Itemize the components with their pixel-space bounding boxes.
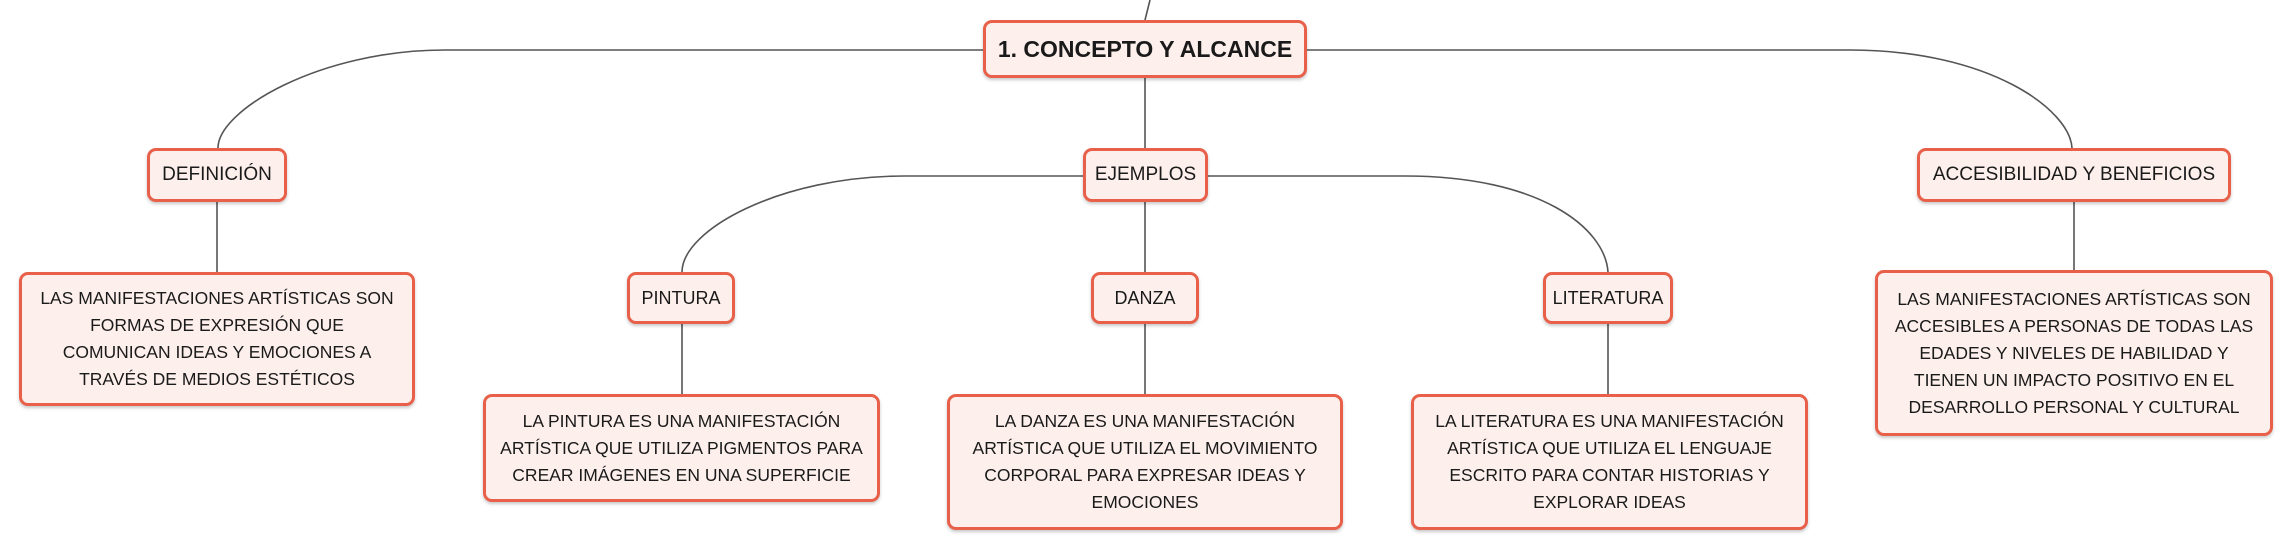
subtopic-danza[interactable]: DANZA: [1091, 272, 1199, 324]
connector-root-definicion: [217, 49, 985, 149]
connector-ejemplos-pintura: [681, 175, 1085, 273]
root-topic[interactable]: 1. CONCEPTO Y ALCANCE: [983, 20, 1307, 78]
subtopic-pintura[interactable]: PINTURA: [627, 272, 735, 324]
topic-ejemplos[interactable]: EJEMPLOS: [1083, 148, 1208, 202]
topic-accesibilidad[interactable]: ACCESIBILIDAD Y BENEFICIOS: [1917, 148, 2231, 202]
danza-text[interactable]: LA DANZA ES UNA MANIFESTACIÓN ARTÍSTICA …: [947, 394, 1343, 530]
connector-root-accesibilidad: [1305, 49, 2073, 149]
connector-ejemplos-literatura: [1205, 175, 1609, 273]
connector-parent-stub: [1144, 0, 1151, 21]
definicion-text[interactable]: LAS MANIFESTACIONES ARTÍSTICAS SON FORMA…: [19, 272, 415, 406]
pintura-text[interactable]: LA PINTURA ES UNA MANIFESTACIÓN ARTÍSTIC…: [483, 394, 880, 502]
topic-definicion[interactable]: DEFINICIÓN: [147, 148, 287, 202]
subtopic-literatura[interactable]: LITERATURA: [1543, 272, 1673, 324]
accesibilidad-text[interactable]: LAS MANIFESTACIONES ARTÍSTICAS SON ACCES…: [1875, 270, 2273, 436]
literatura-text[interactable]: LA LITERATURA ES UNA MANIFESTACIÓN ARTÍS…: [1411, 394, 1808, 530]
